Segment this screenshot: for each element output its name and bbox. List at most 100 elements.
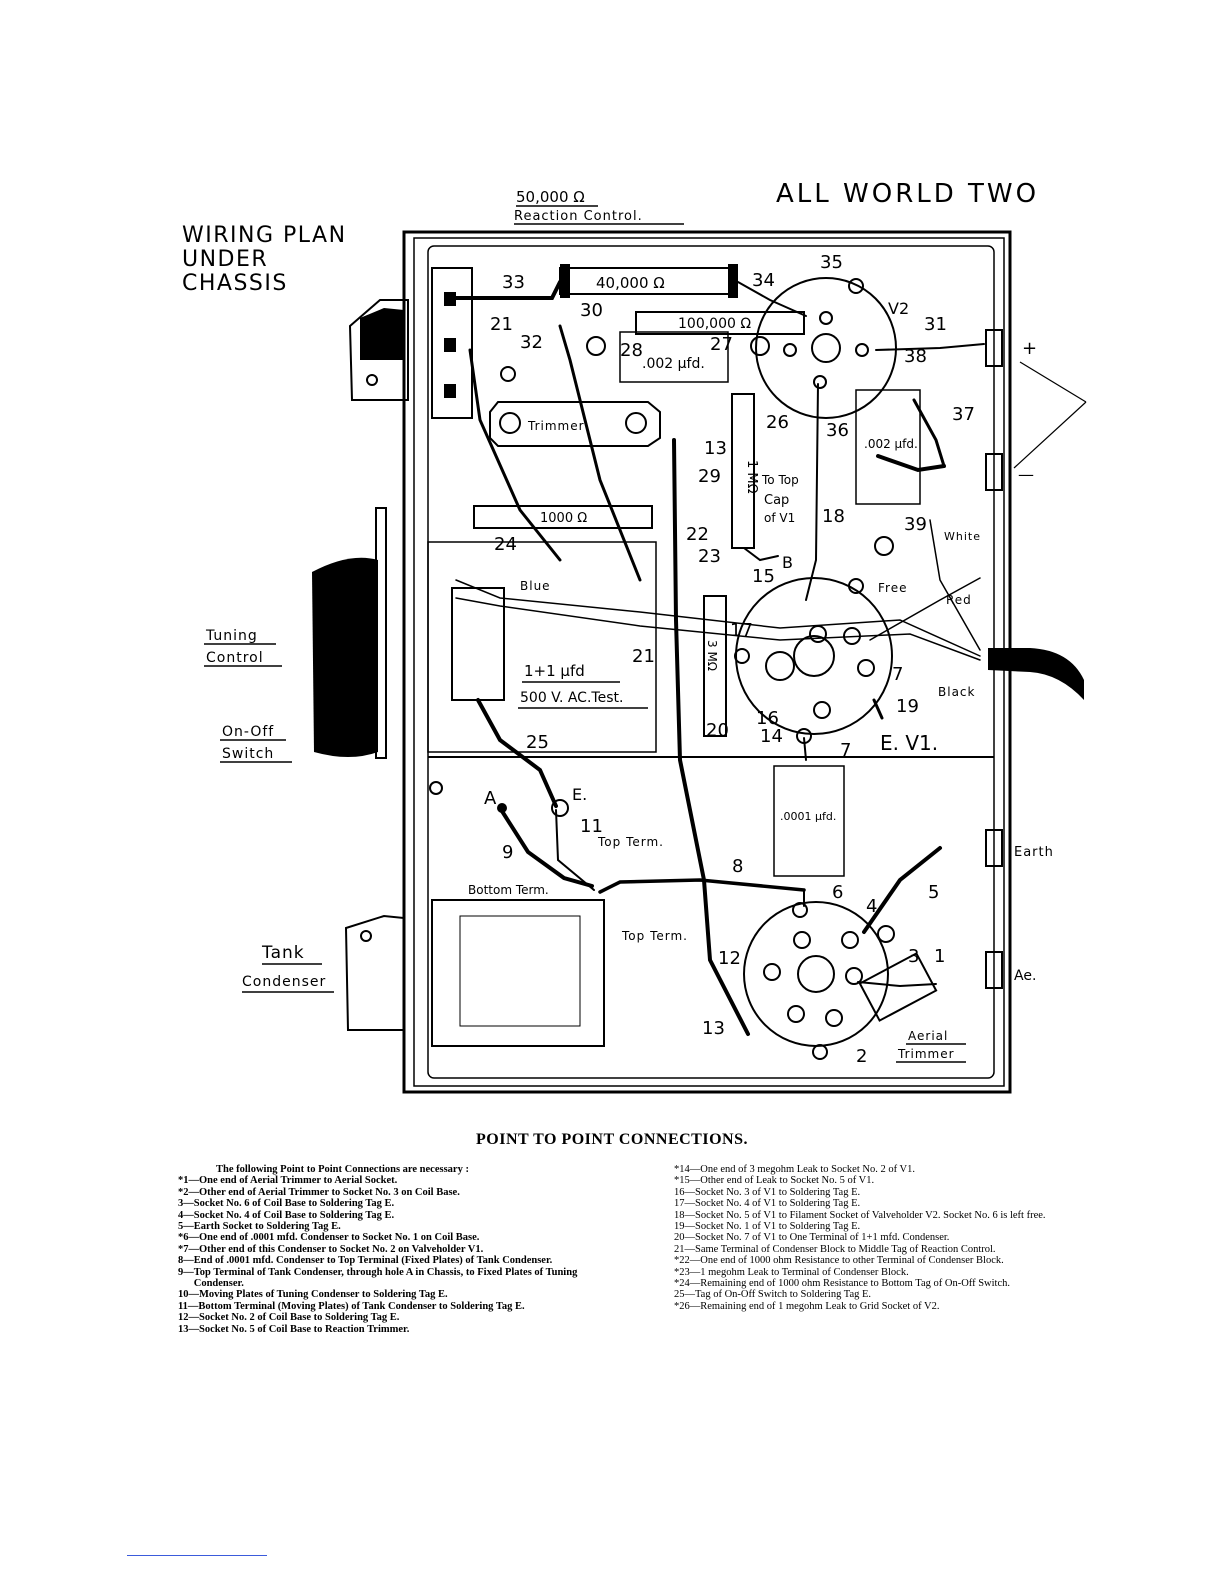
connection-number: *24— xyxy=(674,1278,701,1290)
diagram-title: ALL WORLD TWO xyxy=(776,179,1039,209)
connection-item: 9—Top Terminal of Tank Condenser, throug… xyxy=(178,1267,598,1290)
resistor-100000: 100,000 Ω xyxy=(635,311,805,335)
connection-item: 13—Socket No. 5 of Coil Base to Reaction… xyxy=(178,1324,598,1335)
wire-number: 15 xyxy=(752,566,775,587)
wire-number: 23 xyxy=(698,546,721,567)
wire-number: 39 xyxy=(904,514,927,535)
tuning-label: Tuning xyxy=(205,628,258,644)
connection-number: *15— xyxy=(674,1175,701,1187)
wire-number: 33 xyxy=(502,272,525,293)
connection-item: *22—One end of 1000 ohm Resistance to ot… xyxy=(674,1255,1094,1266)
wire-number: 7 xyxy=(840,740,851,761)
connection-text: Moving Plates of Tuning Condenser to Sol… xyxy=(199,1289,448,1301)
reaction-control-label: Reaction Control. xyxy=(514,209,643,224)
wire-number: 34 xyxy=(752,270,775,291)
top-term-label-2: Top Term. xyxy=(621,929,688,943)
connection-number: 25— xyxy=(674,1289,695,1301)
wiring-plan-line-1: WIRING PLAN xyxy=(182,223,347,248)
connection-text: Other end of this Condenser to Socket No… xyxy=(199,1243,484,1255)
connection-item: *26—Remaining end of 1 megohm Leak to Gr… xyxy=(674,1301,1094,1312)
soldering-tags xyxy=(429,278,895,1060)
footer-rule xyxy=(127,1555,267,1556)
top-term-label-1: Top Term. xyxy=(597,835,664,849)
connection-number: 3— xyxy=(178,1198,194,1210)
v2-label: V2 xyxy=(888,299,909,318)
connection-text: One end of 1000 ohm Resistance to other … xyxy=(700,1255,1004,1267)
wire-number: 25 xyxy=(526,732,549,753)
hts-terminals xyxy=(985,329,1003,989)
to-top-cap-line-3: of V1 xyxy=(764,511,795,525)
connection-number: 20— xyxy=(674,1232,695,1244)
connection-number: 4— xyxy=(178,1209,194,1221)
connection-item: 19—Socket No. 1 of V1 to Soldering Tag E… xyxy=(674,1221,1094,1232)
white-wire-label: White xyxy=(944,530,981,543)
free-label: Free xyxy=(878,581,907,595)
reaction-trimmer: Trimmer xyxy=(489,401,661,447)
connection-number: *1— xyxy=(178,1175,199,1187)
wire-number: 13 xyxy=(704,438,727,459)
wire-number: 14 xyxy=(760,726,783,747)
wire-number: 26 xyxy=(766,412,789,433)
switch-label: Switch xyxy=(222,746,274,762)
connection-item: 25—Tag of On-Off Switch to Soldering Tag… xyxy=(674,1289,1094,1300)
wire-number: 35 xyxy=(820,252,843,273)
wire-number: 37 xyxy=(952,404,975,425)
earth-label: Earth xyxy=(1014,845,1054,860)
wire-number: 2 xyxy=(856,1046,867,1067)
wire-number: 12 xyxy=(718,948,741,969)
wire-number: 21 xyxy=(490,314,513,335)
wire-number: 6 xyxy=(832,882,843,903)
connection-item: 3—Socket No. 6 of Coil Base to Soldering… xyxy=(178,1198,598,1209)
connection-number: 16— xyxy=(674,1186,695,1198)
tag-b-label: B xyxy=(782,553,793,572)
black-wire-label: Black xyxy=(938,685,975,699)
connection-text: Other end of Leak to Socket No. 5 of V1. xyxy=(700,1175,875,1187)
connection-number: 19— xyxy=(674,1221,695,1233)
connection-text: Socket No. 1 of V1 to Soldering Tag E. xyxy=(695,1221,861,1233)
connection-number: *2— xyxy=(178,1186,199,1198)
resistor-40000-label: 40,000 Ω xyxy=(596,274,665,292)
connection-item: 11—Bottom Terminal (Moving Plates) of Ta… xyxy=(178,1301,598,1312)
valveholder-v2: V2 xyxy=(755,277,909,419)
connection-item: *6—One end of .0001 mfd. Condenser to So… xyxy=(178,1232,598,1243)
connection-item: 16—Socket No. 3 of V1 to Soldering Tag E… xyxy=(674,1187,1094,1198)
connection-text: Socket No. 5 of V1 to Filament Socket of… xyxy=(695,1209,1046,1221)
aerial-label: Ae. xyxy=(1014,968,1036,984)
wiring-diagram: ALL WORLD TWO WIRING PLAN UNDER CHASSIS … xyxy=(182,179,1087,1094)
reaction-value-label: 50,000 Ω xyxy=(516,188,585,206)
leak-1m-label: 1 MΩ xyxy=(744,460,759,494)
connection-number: *14— xyxy=(674,1164,701,1175)
resistor-1000: 1000 Ω xyxy=(473,505,653,529)
wire-number: 19 xyxy=(896,696,919,717)
wire-number: 11 xyxy=(580,816,603,837)
connection-item: *14—One end of 3 megohm Leak to Socket N… xyxy=(674,1164,1094,1175)
wire-number: 9 xyxy=(502,842,513,863)
connection-item: 17—Socket No. 4 of V1 to Soldering Tag E… xyxy=(674,1198,1094,1209)
connections-intro: The following Point to Point Connections… xyxy=(216,1164,469,1175)
tag-e-label: E. xyxy=(572,785,587,804)
wire-number: 20 xyxy=(706,720,729,741)
connection-item: 5—Earth Socket to Soldering Tag E. xyxy=(178,1221,598,1232)
coil-base xyxy=(743,901,889,1047)
wire-number: 28 xyxy=(620,340,643,361)
wire-number: 27 xyxy=(710,334,733,355)
connection-text: Other end of Aerial Trimmer to Socket No… xyxy=(199,1186,460,1198)
control-label: Control xyxy=(206,650,264,666)
wire-number: 24 xyxy=(494,534,517,555)
cap-002-top-label: .002 μfd. xyxy=(642,356,705,372)
connection-item: 4—Socket No. 4 of Coil Base to Soldering… xyxy=(178,1210,598,1221)
connection-number: 17— xyxy=(674,1198,695,1210)
wire-number: 29 xyxy=(698,466,721,487)
connection-text: End of .0001 mfd. Condenser to Top Termi… xyxy=(193,1255,553,1267)
reaction-control-knob xyxy=(348,299,409,401)
connections-left-column: The following Point to Point Connections… xyxy=(178,1164,598,1335)
wiring-plan-line-2: UNDER xyxy=(182,247,268,272)
wire-number: 1 xyxy=(934,946,945,967)
plus-label: + xyxy=(1022,338,1037,359)
connection-item: *2—Other end of Aerial Trimmer to Socket… xyxy=(178,1187,598,1198)
connection-item: *23—1 megohm Leak to Terminal of Condens… xyxy=(674,1267,1094,1278)
leak-3m-label: 3 MΩ xyxy=(705,640,719,671)
wire-number: 4 xyxy=(866,896,877,917)
connection-item: *15—Other end of Leak to Socket No. 5 of… xyxy=(674,1175,1094,1186)
red-wire-label: Red xyxy=(946,593,972,607)
